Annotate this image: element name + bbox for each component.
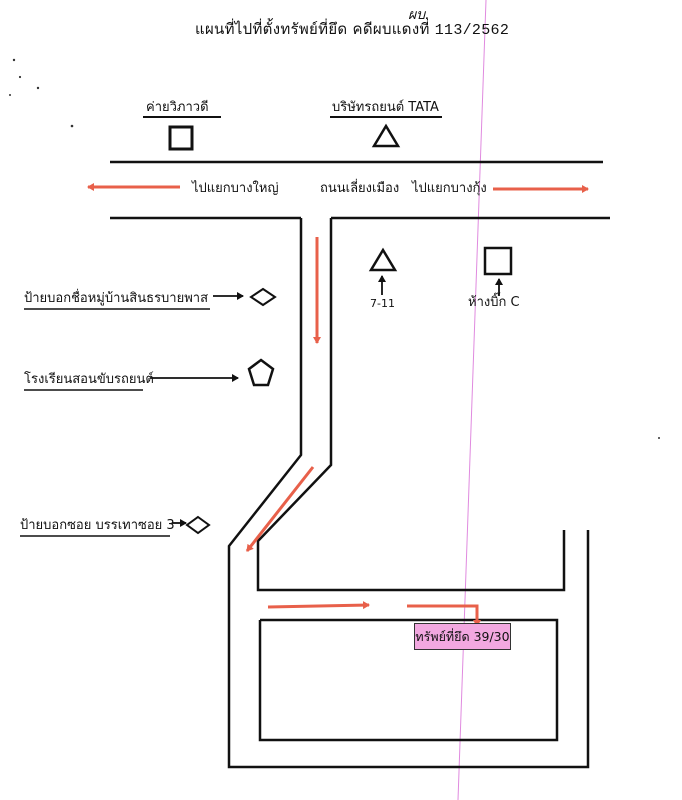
road-name-label: ถนนเลี่ยงเมือง [320, 181, 400, 196]
village-sign-label: ป้ายบอกชื่อหมู่บ้านสินธรบายพาส [24, 291, 209, 306]
triangle-icon [368, 247, 398, 272]
driving-school-label: โรงเรียนสอนขับรถยนต์ [24, 372, 154, 387]
route-arrows [245, 237, 481, 627]
square-icon [168, 125, 194, 151]
pentagon-icon [247, 358, 275, 387]
square-icon [483, 246, 513, 276]
seven-eleven-label: 7-11 [370, 297, 395, 310]
tata-label: บริษัทรถยนต์ TATA [332, 100, 439, 115]
seized-property-label: ทรัพย์ที่ยึด 39/30 [415, 628, 510, 644]
margin-line [457, 0, 487, 800]
main-road [110, 160, 610, 220]
big-c-label: ห้างบิ๊ก C [468, 295, 520, 310]
map-title-text: แผนที่ไปที่ตั้งทรัพย์ที่ยึด คดีผบแดงที่ [195, 20, 430, 38]
side-road [227, 218, 590, 769]
diamond-icon [249, 287, 277, 307]
handwritten-annotation: ผบ. [408, 7, 430, 23]
soi-sign-label: ป้ายบอกซอย บรรเทาซอย 3 [20, 518, 175, 533]
map-title: แผนที่ไปที่ตั้งทรัพย์ที่ยึด คดีผบแดงที่ … [195, 20, 510, 39]
scan-specks [9, 58, 660, 439]
diamond-icon [185, 515, 211, 535]
camp-label: ค่ายวิภาวดี [146, 100, 209, 115]
case-number: 113/2562 [434, 22, 510, 39]
road-east-label: ไปแยกบางกุ้ง [412, 181, 487, 196]
seized-property-box: ทรัพย์ที่ยึด 39/30 [414, 623, 511, 650]
road-west-label: ไปแยกบางใหญ่ [192, 181, 279, 196]
triangle-icon [371, 123, 401, 148]
